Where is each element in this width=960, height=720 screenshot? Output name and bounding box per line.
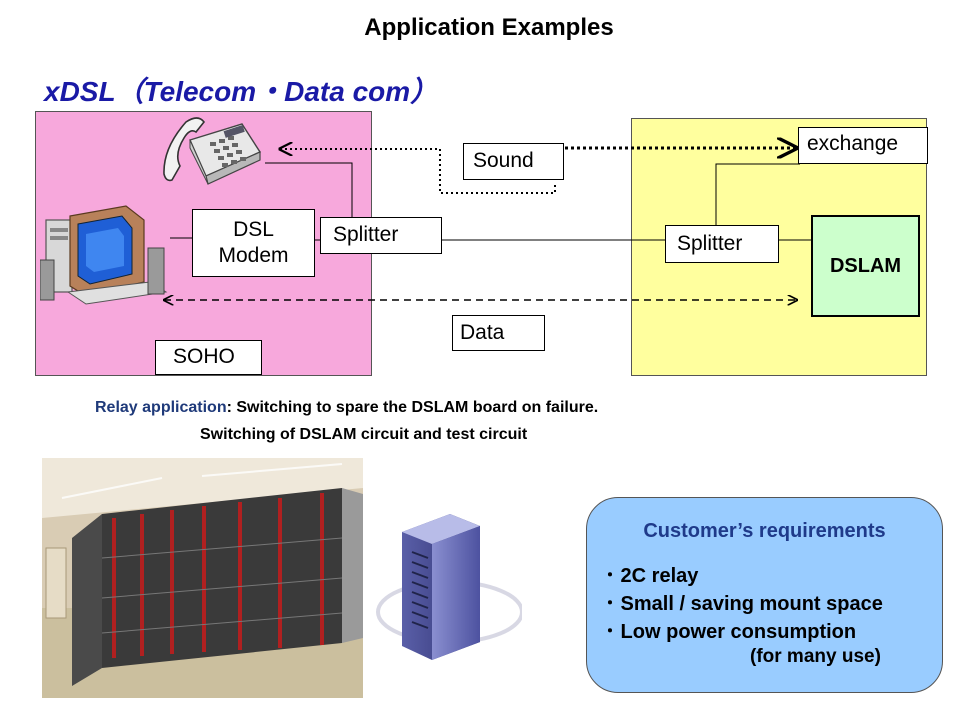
phone-splitter-line	[265, 162, 353, 218]
server-tower-icon	[376, 514, 522, 660]
splitter-left-box: Splitter	[320, 217, 442, 254]
data-label: Data	[452, 315, 545, 351]
relay-application-line1: Relay application: Switching to spare th…	[95, 399, 598, 417]
computer-icon	[40, 205, 168, 305]
exchange-label: exchange	[798, 127, 928, 164]
relay-application-sep: :	[226, 399, 232, 416]
telephone-icon	[163, 117, 262, 185]
requirement-note: (for many use)	[750, 646, 881, 667]
sound-path-left	[280, 149, 556, 194]
relay-application-line2: Switching of DSLAM circuit and test circ…	[200, 426, 528, 443]
relay-application-text1: Switching to spare the DSLAM board on fa…	[231, 399, 599, 416]
relay-application-key: Relay application	[95, 399, 227, 416]
dsl-modem-label-line2: Modem	[218, 244, 289, 267]
server-room-photo	[42, 458, 363, 698]
dslam-box: DSLAM	[811, 215, 920, 317]
sound-label: Sound	[463, 143, 564, 180]
requirement-item: ･ Low power consumption	[605, 621, 857, 643]
requirement-item: ･ 2C relay	[605, 565, 699, 587]
page-title: Application Examples	[364, 14, 614, 41]
dsl-modem-label-line1: DSL	[233, 218, 274, 241]
soho-label: SOHO	[155, 340, 262, 375]
requirements-title: Customer’s requirements	[643, 520, 886, 542]
requirement-item: ･ Small / saving mount space	[605, 593, 883, 615]
splitter-exchange-line	[715, 163, 800, 226]
splitter-right-box: Splitter	[665, 225, 779, 263]
dsl-modem-box: DSL Modem	[192, 209, 315, 277]
subtitle: xDSL（Telecom・Data com）	[44, 76, 439, 107]
requirements-panel	[586, 497, 943, 693]
